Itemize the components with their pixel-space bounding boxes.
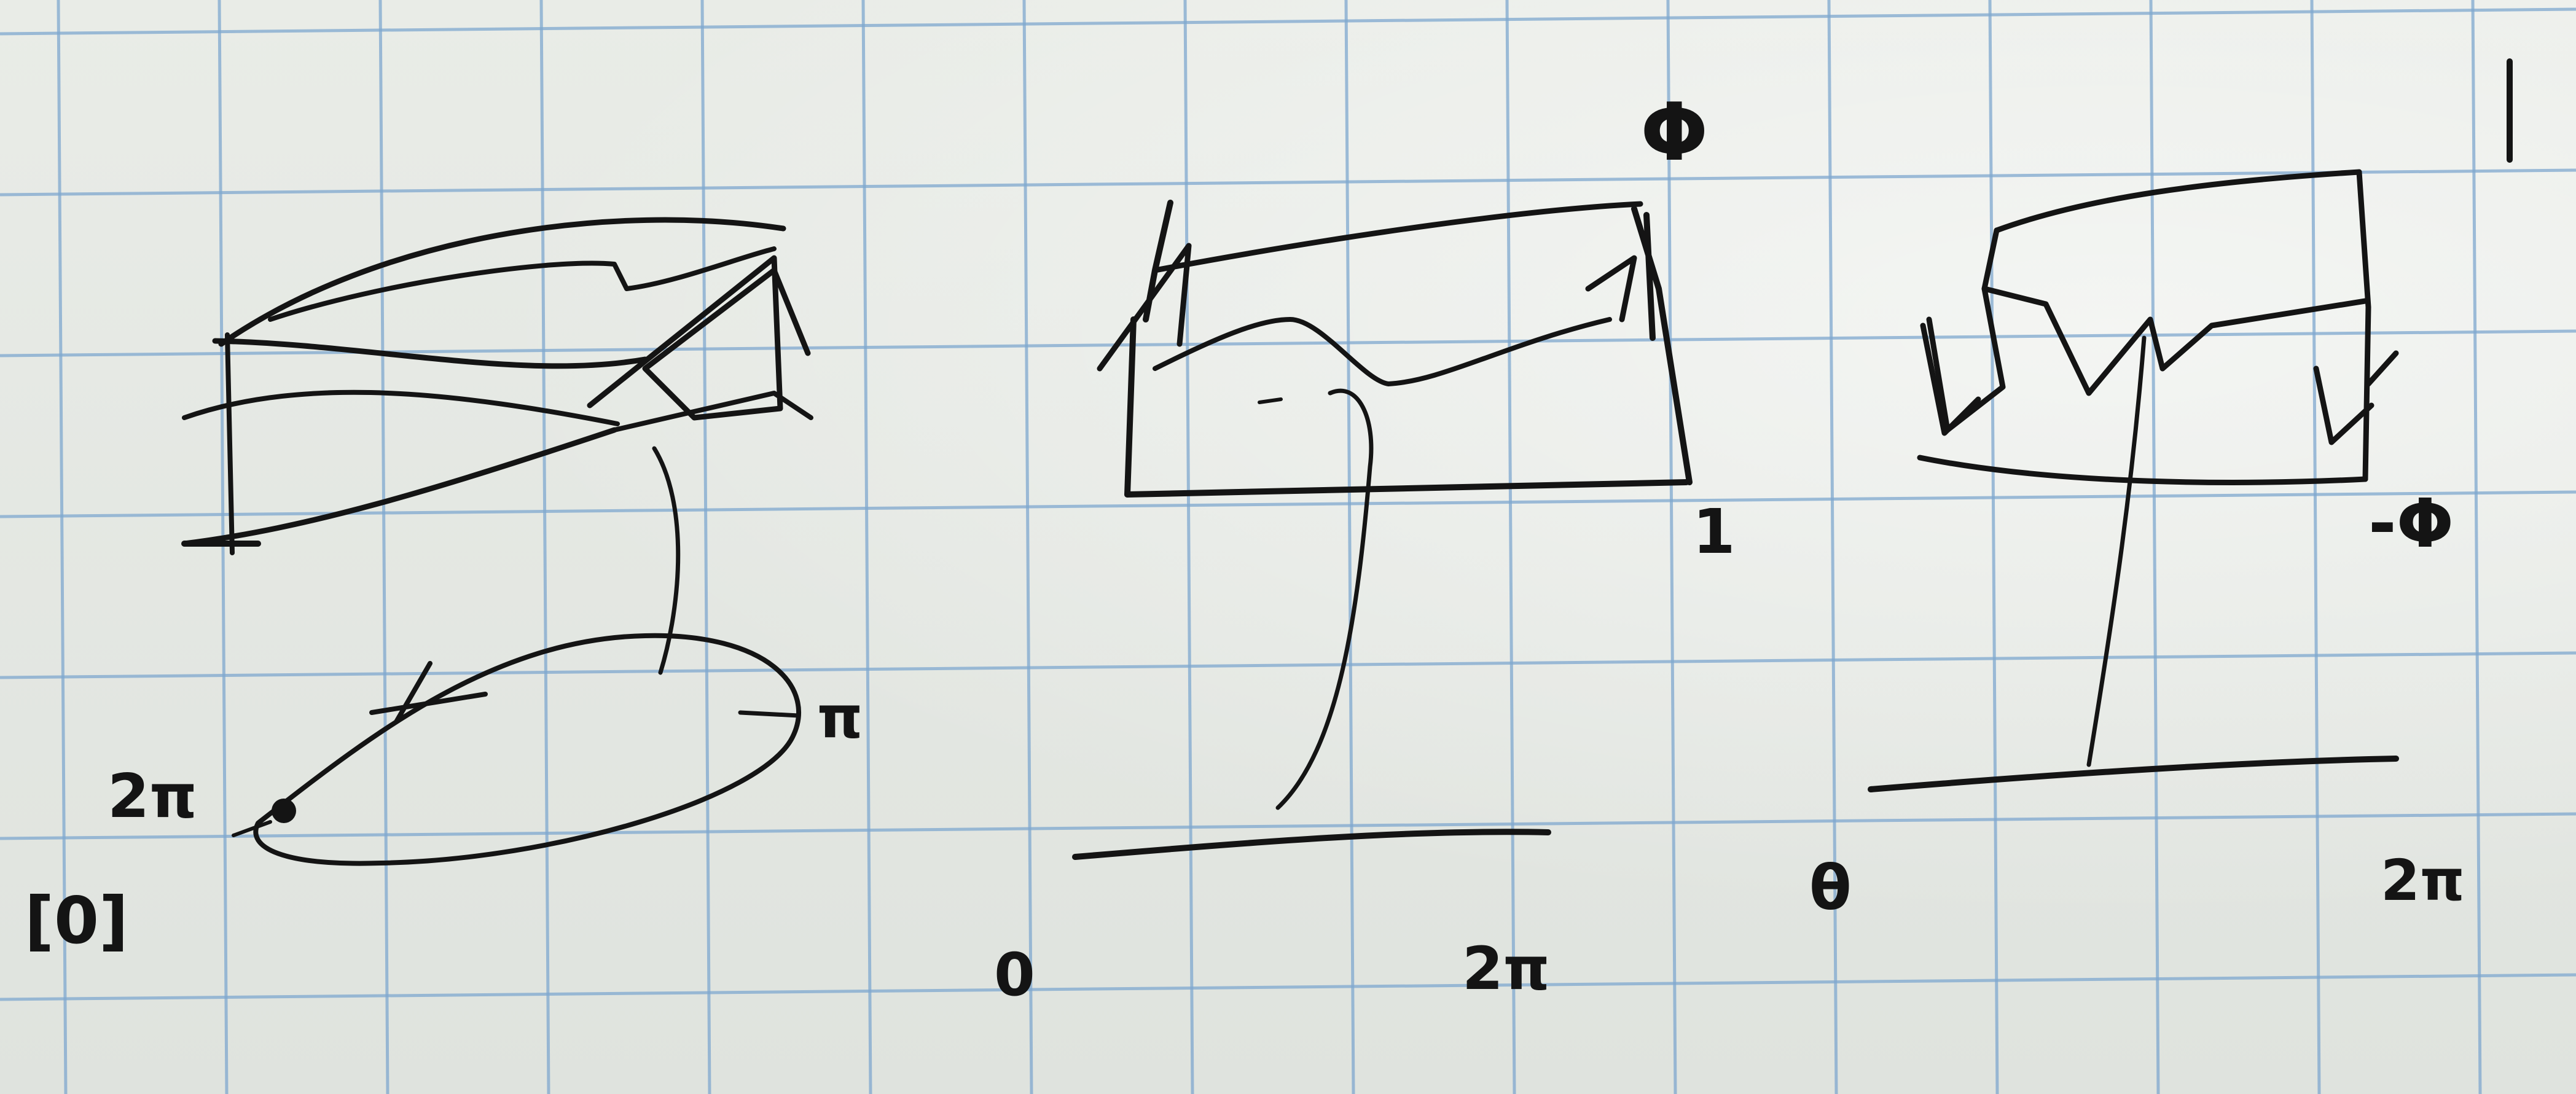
middle-phi-label: Φ xyxy=(1640,85,1709,179)
middle-axis xyxy=(1072,829,1551,860)
left-surface-top-curve xyxy=(218,217,786,347)
right-theta-label: θ xyxy=(1809,852,1852,924)
grid-line-vertical xyxy=(1988,0,1999,1094)
grid-line-horizontal xyxy=(0,973,2576,1001)
grid-line-vertical xyxy=(1827,0,1838,1094)
grid-line-vertical xyxy=(1344,0,1355,1094)
grid-line-horizontal xyxy=(0,7,2576,36)
left-surface-diagonal-2 xyxy=(182,389,620,426)
left-base-point xyxy=(272,799,296,823)
grid-line-vertical xyxy=(378,0,390,1094)
right-rect-left xyxy=(1981,227,2000,292)
middle-right-arrow xyxy=(1585,255,1637,322)
left-loop-tick xyxy=(369,661,488,724)
middle-rect-bottom xyxy=(1124,479,1689,498)
right-connector xyxy=(2086,335,2147,767)
grid-line-horizontal xyxy=(0,168,2576,197)
grid-line-vertical xyxy=(2149,0,2160,1094)
grid-line-horizontal xyxy=(0,329,2576,358)
middle-sketch: 0 2π Φ 1 xyxy=(994,85,1736,1009)
middle-two-pi-label: 2π xyxy=(1462,934,1550,1003)
right-rect-right xyxy=(2356,169,2371,482)
left-loop xyxy=(253,633,801,866)
left-point-tick xyxy=(232,820,272,837)
middle-rect-left xyxy=(1124,200,1173,498)
grid-line-vertical xyxy=(861,0,872,1094)
left-connector xyxy=(652,446,681,675)
grid-line-horizontal xyxy=(0,812,2576,840)
left-surface-left-edge xyxy=(225,332,235,555)
middle-rect-right xyxy=(1631,206,1693,485)
right-axis xyxy=(1868,756,2399,792)
right-jagged-curve xyxy=(1926,286,2368,433)
grid-line-vertical xyxy=(1505,0,1516,1094)
left-surface-peak-lines xyxy=(587,255,811,421)
middle-connector xyxy=(1275,388,1374,810)
left-pi-label: π xyxy=(817,684,863,751)
middle-small-dash xyxy=(1258,397,1283,404)
grid-line-vertical xyxy=(1666,0,1677,1094)
left-surface-lower-curve xyxy=(181,427,617,547)
right-rect-bottom xyxy=(1917,455,2368,485)
right-left-arrow xyxy=(1920,322,1981,436)
grid-line-vertical xyxy=(57,0,68,1094)
left-sketch: 2π [0] π xyxy=(25,217,863,958)
grid-line-horizontal xyxy=(0,651,2576,679)
left-surface-inner-curve xyxy=(268,246,777,322)
middle-left-arrow xyxy=(1097,243,1192,372)
right-rect-top xyxy=(1994,169,2362,233)
left-surface-cross xyxy=(612,391,813,432)
grid-line-vertical xyxy=(1183,0,1194,1094)
left-bracket-label: [0] xyxy=(25,883,128,958)
grid-line-vertical xyxy=(539,0,550,1094)
middle-zero-label: 0 xyxy=(994,940,1035,1009)
left-two-pi-label: 2π xyxy=(108,762,197,832)
right-two-pi-label: 2π xyxy=(2381,848,2465,913)
grid-line-vertical xyxy=(2471,0,2482,1094)
left-surface-diagonal-1 xyxy=(212,338,648,369)
grid-line-vertical xyxy=(1022,0,1033,1094)
middle-graph-curve xyxy=(1153,317,1612,386)
left-pi-tick xyxy=(738,710,801,718)
middle-one-label: 1 xyxy=(1693,496,1736,568)
right-neg-phi-label: -Φ xyxy=(2368,484,2454,563)
grid-line-horizontal xyxy=(0,490,2576,518)
middle-rect-top xyxy=(1152,201,1643,273)
right-right-arrow xyxy=(2313,350,2399,445)
grid-line-vertical xyxy=(2310,0,2321,1094)
grid-line-vertical xyxy=(217,0,229,1094)
right-sketch: θ 2π -Φ xyxy=(1809,58,2513,924)
grid-line-vertical xyxy=(700,0,711,1094)
